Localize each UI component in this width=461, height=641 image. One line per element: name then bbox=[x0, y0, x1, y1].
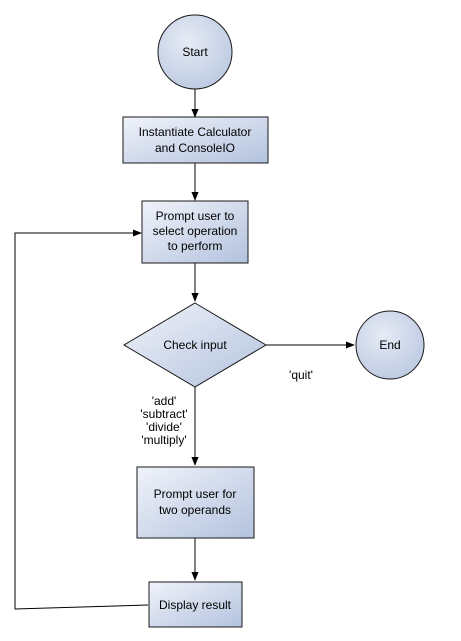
prompt-operands-label-line-2: two operands bbox=[159, 503, 231, 517]
operation-label-divide: 'divide' bbox=[146, 420, 182, 434]
prompt-operation-node: Prompt user to select operation to perfo… bbox=[141, 200, 249, 264]
check-input-label: Check input bbox=[163, 338, 227, 352]
prompt-operation-label-line-3: to perform bbox=[168, 239, 223, 253]
edge-display-result-loop-to-prompt-operation bbox=[14, 229, 149, 610]
start-node: Start bbox=[157, 14, 233, 90]
end-label: End bbox=[379, 338, 400, 352]
prompt-operation-label-line-2: select operation bbox=[153, 224, 238, 238]
prompt-operands-node: Prompt user for two operands bbox=[136, 466, 255, 539]
display-result-node: Display result bbox=[148, 581, 243, 628]
edges bbox=[14, 89, 355, 610]
prompt-operation-label-line-1: Prompt user to bbox=[156, 209, 235, 223]
instantiate-node: Instantiate Calculator and ConsoleIO bbox=[122, 116, 269, 164]
check-input-node: Check input bbox=[123, 302, 267, 388]
operations-edge-label: 'add' 'subtract' 'divide' 'multiply' bbox=[140, 394, 187, 447]
operation-label-multiply: 'multiply' bbox=[141, 433, 186, 447]
operation-label-add: 'add' bbox=[152, 394, 177, 408]
instantiate-label-line-1: Instantiate Calculator bbox=[139, 125, 252, 139]
display-result-label: Display result bbox=[159, 598, 232, 612]
quit-edge-label: 'quit' bbox=[289, 368, 313, 382]
end-node: End bbox=[355, 310, 425, 380]
start-label: Start bbox=[182, 45, 208, 59]
prompt-operands-label-line-1: Prompt user for bbox=[154, 487, 237, 501]
operation-label-subtract: 'subtract' bbox=[140, 407, 187, 421]
instantiate-label-line-2: and ConsoleIO bbox=[155, 141, 235, 155]
